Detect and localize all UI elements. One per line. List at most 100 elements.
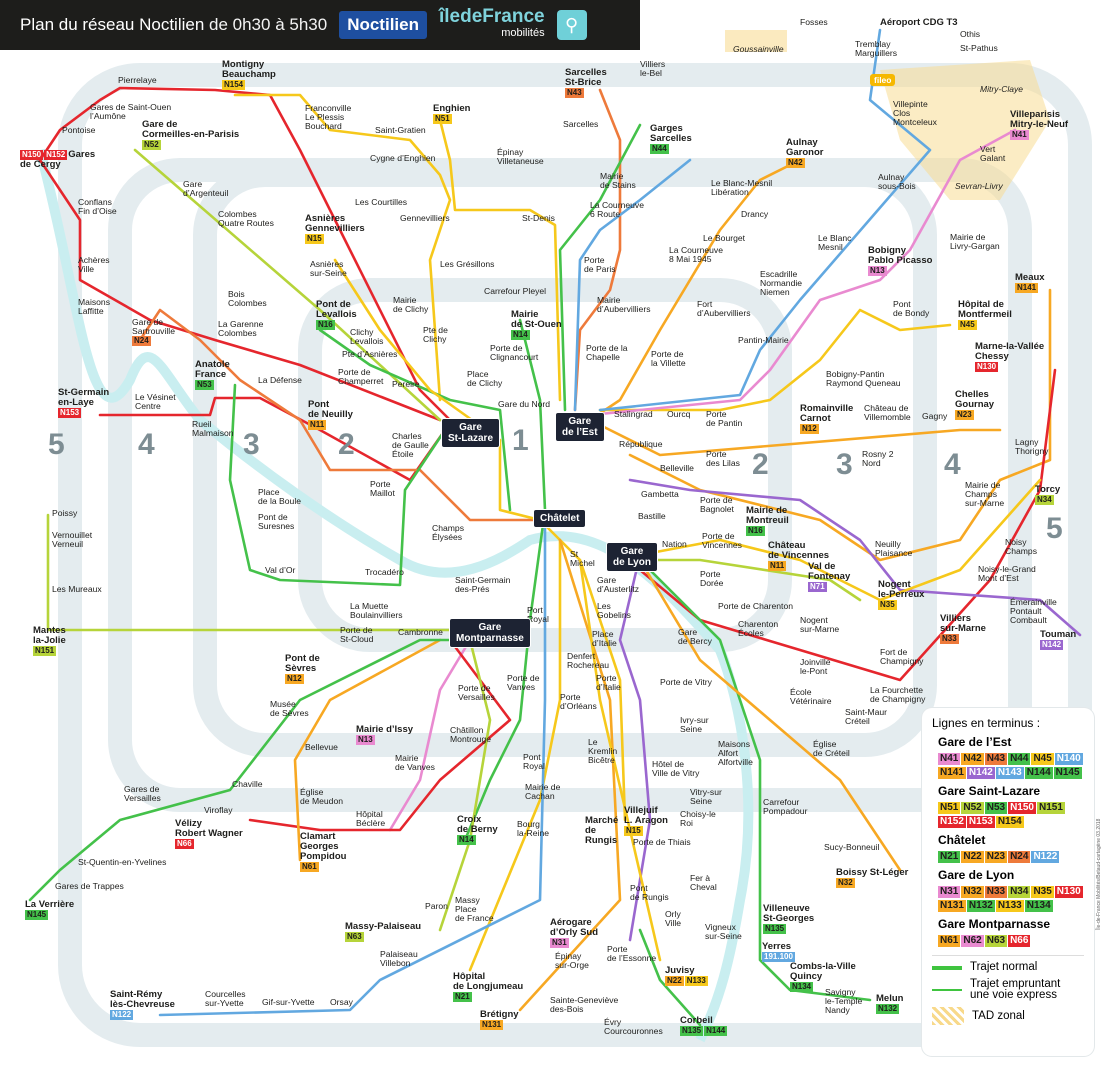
line-badge[interactable]: N144 bbox=[1024, 767, 1053, 779]
line-badge[interactable]: N151 bbox=[1036, 802, 1065, 814]
hub-station[interactable]: Gare St-Lazare bbox=[441, 418, 501, 448]
line-badge[interactable]: N14 bbox=[511, 330, 530, 340]
line-badge[interactable]: N153 bbox=[966, 816, 995, 828]
line-badge[interactable]: N35 bbox=[1031, 886, 1054, 898]
line-badge[interactable]: N135 bbox=[763, 924, 787, 934]
hub-station[interactable]: Gare de l’Est bbox=[555, 412, 605, 442]
line-badge[interactable]: N141 bbox=[1015, 283, 1039, 293]
line-badge[interactable]: N141 bbox=[938, 767, 966, 779]
line-badge[interactable]: N140 bbox=[1054, 753, 1083, 765]
line-badge[interactable]: N33 bbox=[984, 886, 1008, 898]
line-badge[interactable]: N24 bbox=[132, 336, 151, 346]
line-badge[interactable]: N24 bbox=[1008, 851, 1031, 863]
line-badge[interactable]: N44 bbox=[650, 144, 669, 154]
line-badge[interactable]: N152 bbox=[938, 816, 966, 828]
line-badge[interactable]: N63 bbox=[345, 932, 364, 942]
line-badge[interactable]: N52 bbox=[142, 140, 161, 150]
line-badge[interactable]: N131 bbox=[480, 1020, 504, 1030]
line-badge[interactable]: N11 bbox=[768, 561, 787, 571]
line-badge[interactable]: N61 bbox=[300, 862, 319, 872]
line-badge[interactable]: N23 bbox=[955, 410, 974, 420]
line-badge[interactable]: N45 bbox=[1031, 753, 1054, 765]
line-badge[interactable]: N132 bbox=[876, 1004, 900, 1014]
line-badge[interactable]: N11 bbox=[308, 420, 327, 430]
line-badge[interactable]: N133 bbox=[995, 900, 1024, 912]
line-badge[interactable]: N154 bbox=[995, 816, 1024, 828]
line-badge[interactable]: N145 bbox=[1053, 767, 1082, 779]
line-badge[interactable]: N135 bbox=[680, 1026, 704, 1036]
line-badge[interactable]: 191.100 bbox=[762, 952, 795, 962]
hub-station[interactable]: Gare de Lyon bbox=[606, 542, 658, 572]
line-badge[interactable]: N134 bbox=[1024, 900, 1053, 912]
line-badge[interactable]: N153 bbox=[58, 408, 82, 418]
line-badge[interactable]: N145 bbox=[25, 910, 49, 920]
line-badge[interactable]: N53 bbox=[984, 802, 1008, 814]
line-badge[interactable]: N41 bbox=[1010, 130, 1029, 140]
line-badge[interactable]: N23 bbox=[984, 851, 1008, 863]
line-badge[interactable]: N154 bbox=[222, 80, 246, 90]
line-badge[interactable]: N14 bbox=[457, 835, 476, 845]
line-badge[interactable]: N143 bbox=[995, 767, 1024, 779]
line-badge[interactable]: N150 bbox=[20, 150, 44, 160]
station-name: Hôpital de Montfermeil bbox=[958, 299, 1012, 320]
line-badge[interactable]: N133 bbox=[684, 976, 708, 986]
line-badge[interactable]: N71 bbox=[808, 582, 827, 592]
hub-station[interactable]: Gare Montparnasse bbox=[449, 618, 531, 648]
line-badge[interactable]: N122 bbox=[110, 1010, 134, 1020]
line-badge[interactable]: N151 bbox=[33, 646, 57, 656]
line-badge[interactable]: N51 bbox=[433, 114, 452, 124]
line-badge[interactable]: N16 bbox=[746, 526, 765, 536]
line-badge[interactable]: N43 bbox=[984, 753, 1008, 765]
line-badge[interactable]: N61 bbox=[938, 935, 961, 947]
line-badge[interactable]: N45 bbox=[958, 320, 977, 330]
line-badge[interactable]: N134 bbox=[790, 982, 814, 992]
station-label: Sucy-Bonneuil bbox=[824, 843, 879, 852]
line-badge[interactable]: N33 bbox=[940, 634, 959, 644]
line-badge[interactable]: N152 bbox=[44, 150, 68, 160]
line-badge[interactable]: N66 bbox=[1008, 935, 1031, 947]
line-badge[interactable]: N31 bbox=[550, 938, 569, 948]
line-badge[interactable]: N41 bbox=[938, 753, 961, 765]
line-badge[interactable]: N35 bbox=[878, 600, 897, 610]
line-badge[interactable]: N63 bbox=[984, 935, 1008, 947]
line-badge[interactable]: N34 bbox=[1008, 886, 1031, 898]
line-badge[interactable]: N142 bbox=[966, 767, 995, 779]
line-badge[interactable]: N42 bbox=[961, 753, 984, 765]
station-label: Denfert Rochereau bbox=[567, 652, 609, 670]
line-badge[interactable]: N32 bbox=[961, 886, 984, 898]
line-badge[interactable]: N21 bbox=[453, 992, 472, 1002]
line-badge[interactable]: N44 bbox=[1008, 753, 1031, 765]
line-badge[interactable]: N132 bbox=[966, 900, 995, 912]
line-badge[interactable]: N16 bbox=[316, 320, 335, 330]
line-badge[interactable]: N142 bbox=[1040, 640, 1064, 650]
line-badge[interactable]: N62 bbox=[961, 935, 984, 947]
station-label: Sarcelles bbox=[563, 120, 598, 129]
line-badge[interactable]: N31 bbox=[938, 886, 961, 898]
line-badge[interactable]: N13 bbox=[868, 266, 887, 276]
line-badge[interactable]: N150 bbox=[1008, 802, 1036, 814]
line-badge[interactable]: N15 bbox=[305, 234, 324, 244]
hub-station[interactable]: Châtelet bbox=[533, 509, 587, 528]
line-badge[interactable]: N22 bbox=[665, 976, 684, 986]
station-name: Le Bourget bbox=[703, 233, 746, 243]
line-badge[interactable]: N131 bbox=[938, 900, 966, 912]
line-badge[interactable]: N144 bbox=[704, 1026, 728, 1036]
line-badge[interactable]: N21 bbox=[938, 851, 961, 863]
line-badge[interactable]: N12 bbox=[800, 424, 819, 434]
line-badge[interactable]: N53 bbox=[195, 380, 214, 390]
line-badge[interactable]: N32 bbox=[836, 878, 855, 888]
line-badge[interactable]: N22 bbox=[961, 851, 984, 863]
line-badge[interactable]: N66 bbox=[175, 839, 194, 849]
line-badge[interactable]: N12 bbox=[285, 674, 304, 684]
line-badge[interactable]: N34 bbox=[1035, 495, 1054, 505]
line-badge[interactable]: N130 bbox=[1054, 886, 1083, 898]
line-badge[interactable]: N130 bbox=[975, 362, 999, 372]
line-badge[interactable]: N42 bbox=[786, 158, 805, 168]
line-badge[interactable]: N122 bbox=[1031, 851, 1060, 863]
line-badge[interactable]: N15 bbox=[624, 826, 643, 836]
line-badge[interactable]: N43 bbox=[565, 88, 584, 98]
station-name: Maisons Alfort Alfortville bbox=[718, 739, 753, 767]
line-badge[interactable]: N52 bbox=[961, 802, 984, 814]
line-badge[interactable]: N51 bbox=[938, 802, 961, 814]
line-badge[interactable]: N13 bbox=[356, 735, 375, 745]
